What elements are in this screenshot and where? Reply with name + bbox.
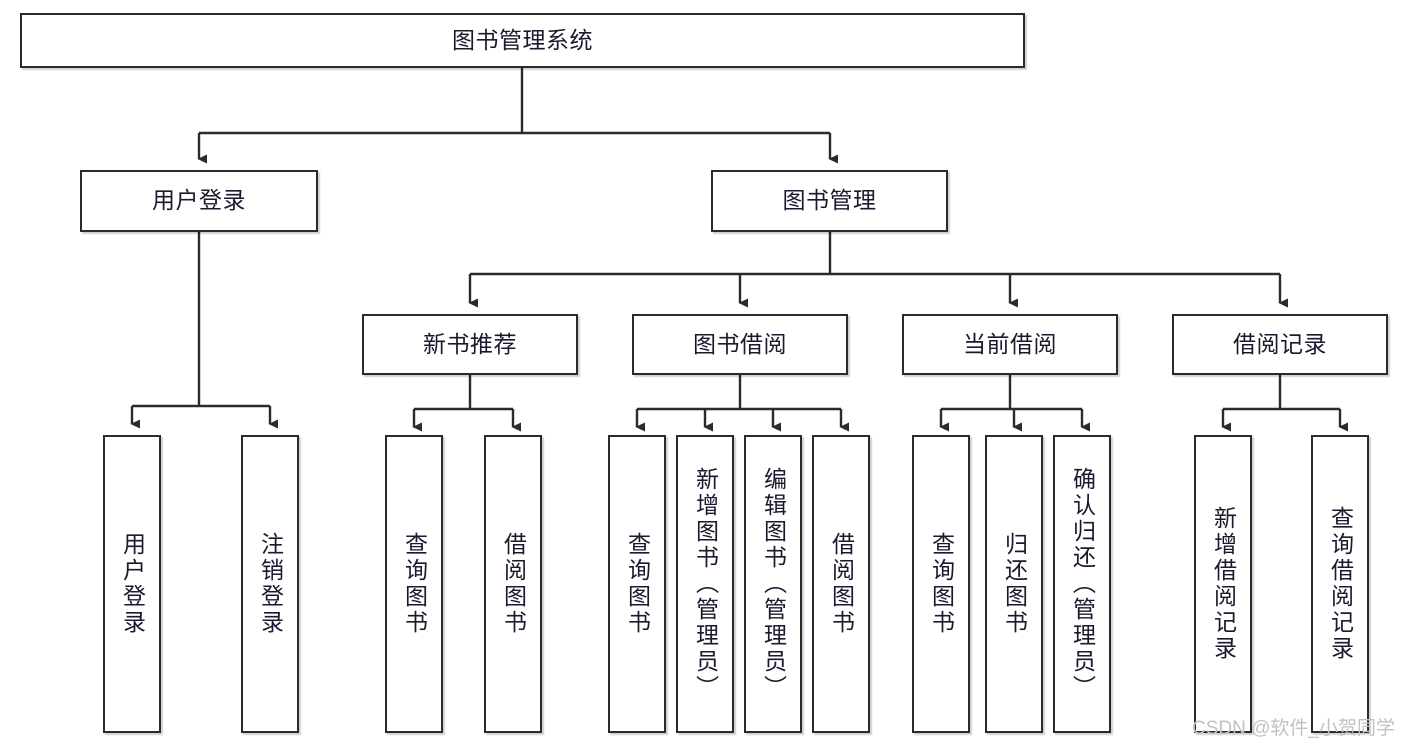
node-user-login[interactable]: 用户登录 bbox=[80, 170, 318, 232]
node-book-manage[interactable]: 图书管理 bbox=[711, 170, 948, 232]
node-leaf-edit-book-label: 编辑图书（管理员） bbox=[760, 467, 787, 701]
node-leaf-confirm-return-label: 确认归还（管理员） bbox=[1069, 467, 1096, 701]
node-borrow-record[interactable]: 借阅记录 bbox=[1172, 314, 1388, 375]
node-leaf-add-book[interactable]: 新增图书（管理员） bbox=[676, 435, 734, 733]
node-book-manage-label: 图书管理 bbox=[782, 187, 877, 214]
node-new-book-recommend-label: 新书推荐 bbox=[423, 330, 517, 357]
node-leaf-add-record[interactable]: 新增借阅记录 bbox=[1194, 435, 1252, 733]
node-leaf-return-book[interactable]: 归还图书 bbox=[985, 435, 1043, 733]
node-leaf-query-book-2-label: 查询图书 bbox=[624, 532, 651, 636]
node-leaf-add-book-label: 新增图书（管理员） bbox=[692, 467, 719, 701]
node-leaf-edit-book[interactable]: 编辑图书（管理员） bbox=[744, 435, 802, 733]
node-current-borrow-label: 当前借阅 bbox=[963, 330, 1057, 357]
node-leaf-query-record-label: 查询借阅记录 bbox=[1327, 506, 1354, 662]
node-leaf-borrow-book-2[interactable]: 借阅图书 bbox=[812, 435, 870, 733]
node-leaf-user-logout[interactable]: 注销登录 bbox=[241, 435, 299, 733]
node-leaf-query-book-1-label: 查询图书 bbox=[401, 532, 428, 636]
node-root[interactable]: 图书管理系统 bbox=[20, 13, 1025, 68]
node-leaf-borrow-book-1[interactable]: 借阅图书 bbox=[484, 435, 542, 733]
node-leaf-return-book-label: 归还图书 bbox=[1001, 532, 1028, 636]
node-leaf-add-record-label: 新增借阅记录 bbox=[1210, 506, 1237, 662]
node-root-label: 图书管理系统 bbox=[452, 26, 593, 53]
node-leaf-confirm-return[interactable]: 确认归还（管理员） bbox=[1053, 435, 1111, 733]
node-leaf-borrow-book-1-label: 借阅图书 bbox=[500, 532, 527, 636]
node-borrow-record-label: 借阅记录 bbox=[1233, 330, 1327, 357]
node-leaf-query-book-1[interactable]: 查询图书 bbox=[385, 435, 443, 733]
node-book-borrow-label: 图书借阅 bbox=[693, 330, 787, 357]
node-leaf-user-logout-label: 注销登录 bbox=[257, 532, 284, 636]
csdn-watermark: CSDN @软件_小贺同学 bbox=[1192, 718, 1395, 739]
node-leaf-user-login-label: 用户登录 bbox=[119, 532, 146, 636]
node-book-borrow[interactable]: 图书借阅 bbox=[632, 314, 848, 375]
node-new-book-recommend[interactable]: 新书推荐 bbox=[362, 314, 578, 375]
node-current-borrow[interactable]: 当前借阅 bbox=[902, 314, 1118, 375]
node-leaf-query-book-3[interactable]: 查询图书 bbox=[912, 435, 970, 733]
node-leaf-query-record[interactable]: 查询借阅记录 bbox=[1311, 435, 1369, 733]
node-leaf-query-book-2[interactable]: 查询图书 bbox=[608, 435, 666, 733]
node-leaf-user-login[interactable]: 用户登录 bbox=[103, 435, 161, 733]
node-user-login-label: 用户登录 bbox=[152, 187, 246, 214]
node-leaf-query-book-3-label: 查询图书 bbox=[928, 532, 955, 636]
node-leaf-borrow-book-2-label: 借阅图书 bbox=[828, 532, 855, 636]
